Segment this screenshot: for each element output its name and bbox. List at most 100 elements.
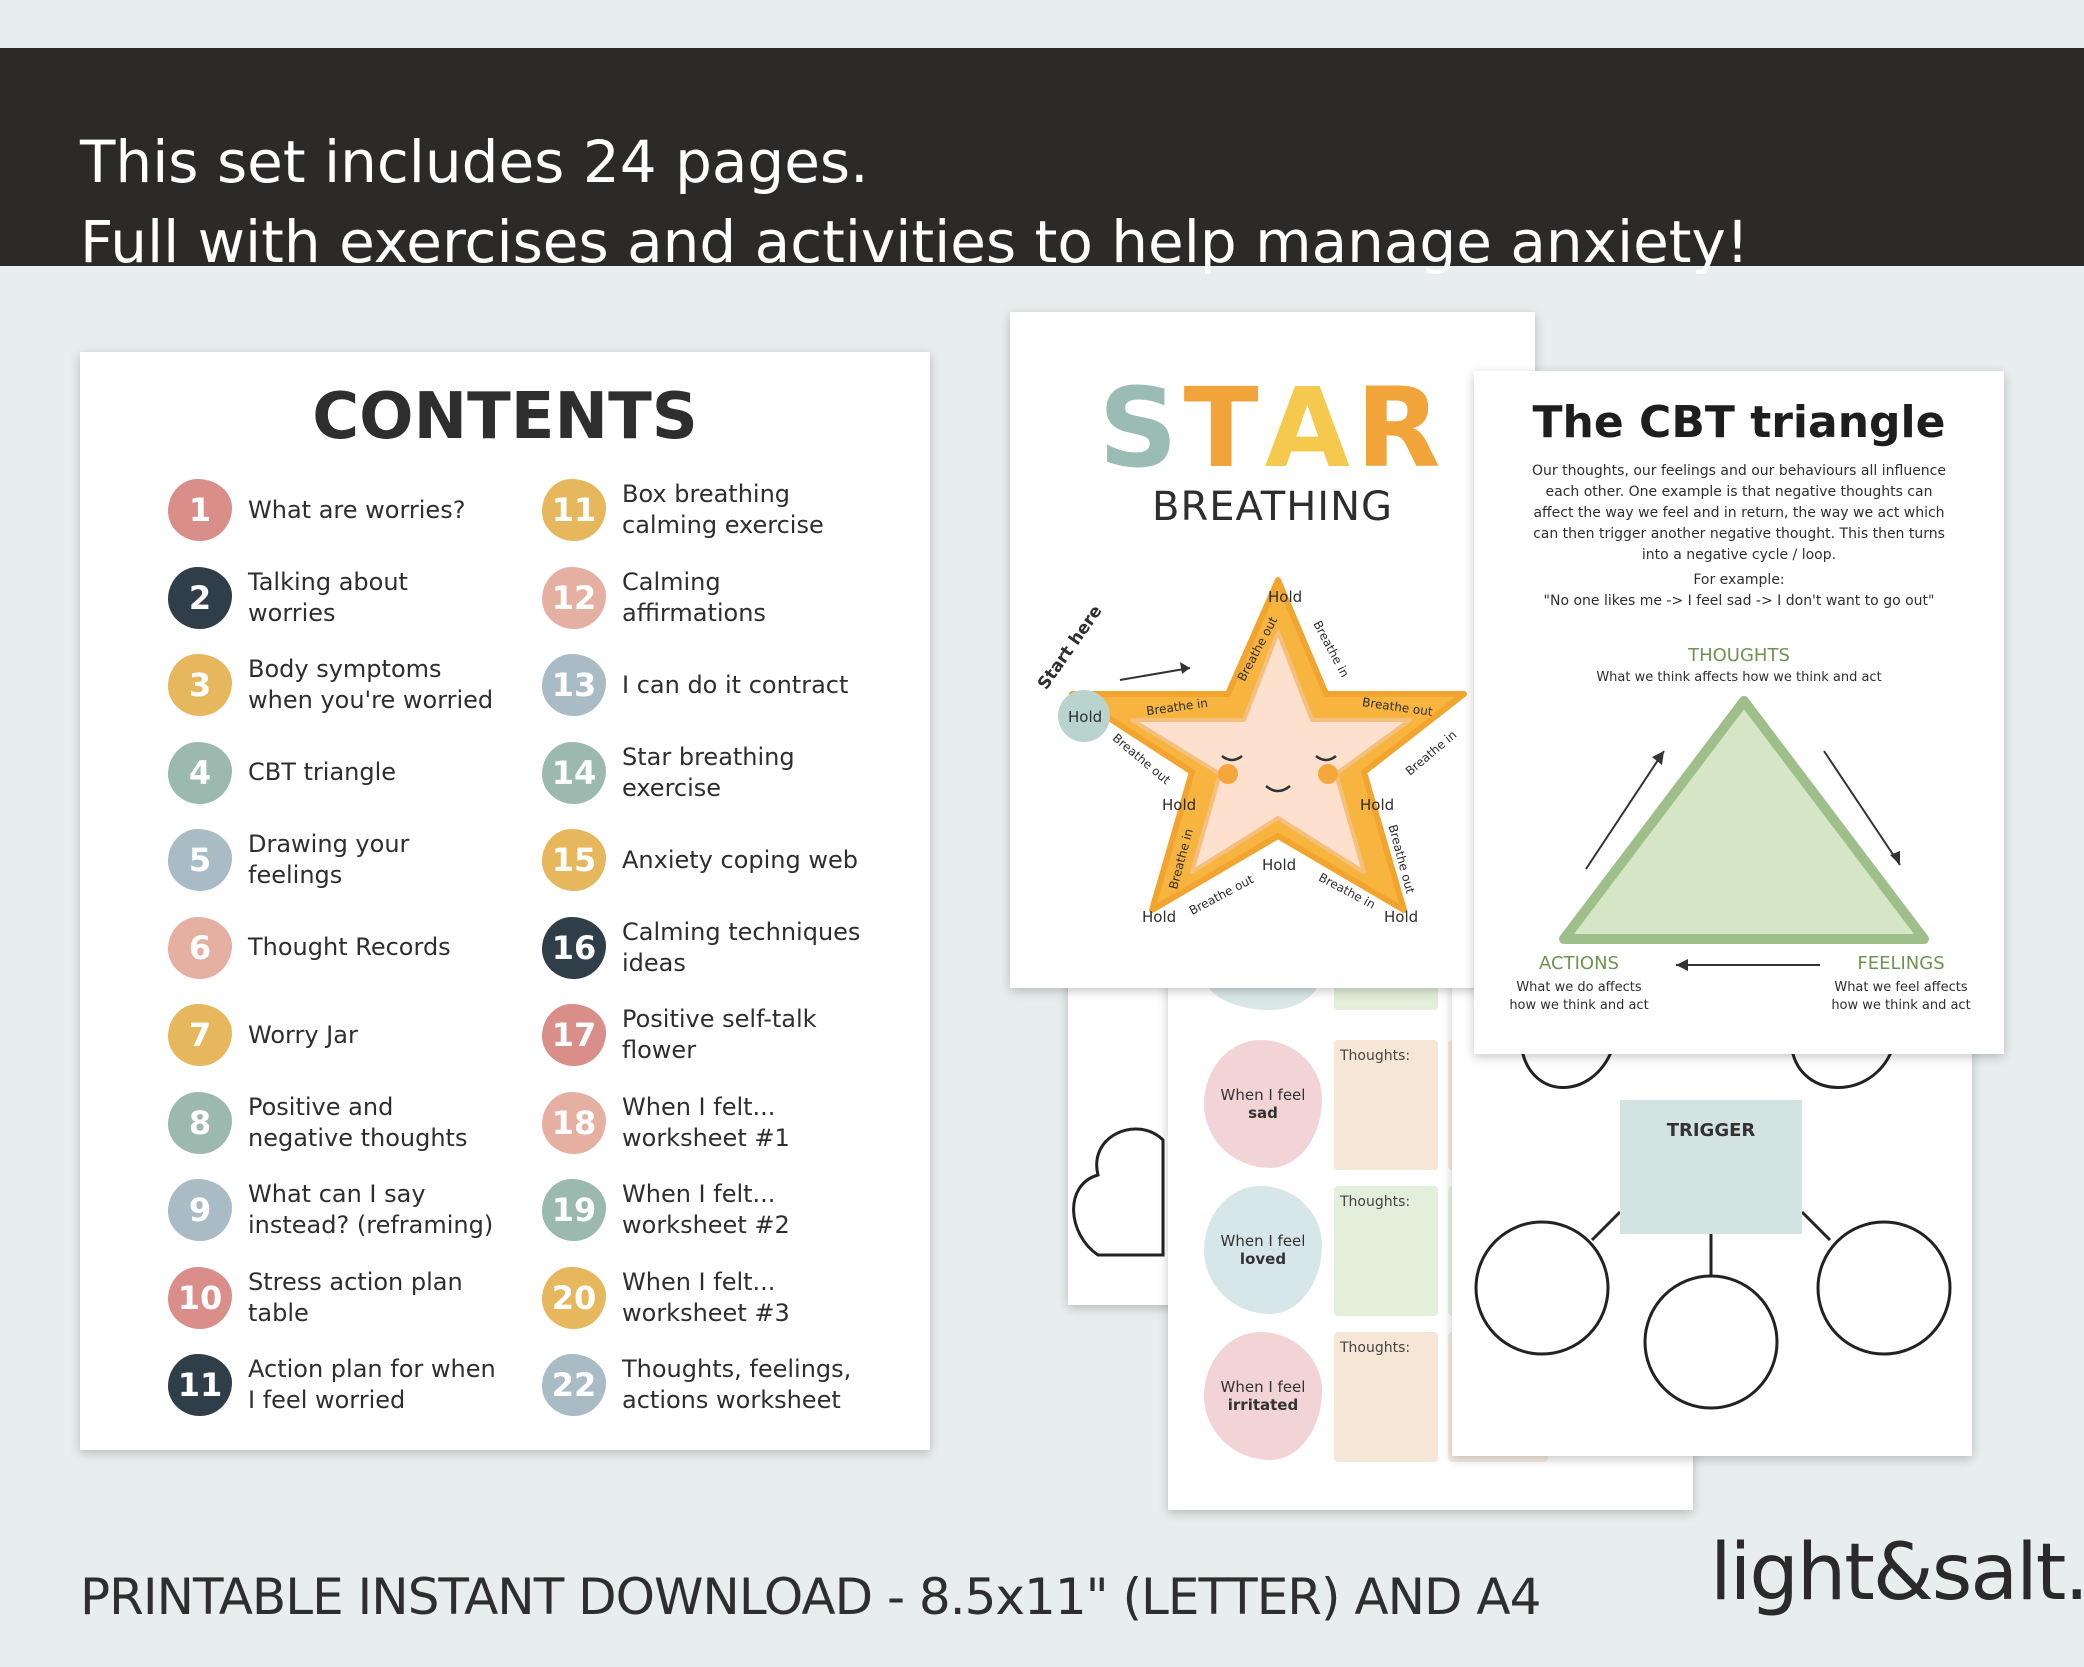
thoughts-box-sad: Thoughts:: [1334, 1040, 1438, 1170]
toc-item: 3 Body symptoms when you're worried: [168, 645, 498, 725]
start-arrow: [1119, 667, 1191, 681]
toc-label: Talking about worries: [248, 567, 408, 627]
actions-description-1: What we do affects: [1516, 980, 1642, 995]
toc-number-badge: 19: [542, 1179, 606, 1241]
toc-item: 6 Thought Records: [168, 908, 498, 988]
star-cheek-right: [1318, 764, 1338, 784]
cbt-title: The CBT triangle: [1532, 397, 1946, 448]
toc-number-badge: 7: [168, 1004, 232, 1066]
cbt-body-text: Our thoughts, our feelings and our behav…: [1532, 463, 1946, 563]
toc-number-badge: 1: [168, 479, 232, 541]
star-eye-left: [1221, 754, 1243, 762]
toc-label: Star breathing exercise: [622, 742, 795, 802]
toc-label: I can do it contract: [622, 670, 849, 699]
banner-line-2: Full with exercises and activities to he…: [80, 208, 1750, 276]
toc-number-badge: 17: [542, 1004, 606, 1066]
hold-label: Hold: [1268, 588, 1303, 606]
brand-logo: light&salt.: [1710, 1528, 2084, 1618]
feeling-blob-irritated: When I feel irritated: [1204, 1332, 1322, 1460]
feeling-blob-loved: When I feel loved: [1204, 1186, 1322, 1314]
web-graphic: [1474, 1049, 1952, 1410]
toc-number-badge: 22: [542, 1354, 606, 1416]
toc-item: 15 Anxiety coping web: [542, 820, 872, 900]
toc-number-badge: 15: [542, 829, 606, 891]
arrowhead: [1676, 959, 1688, 971]
thoughts-label: Thoughts:: [1340, 1194, 1411, 1210]
toc-item: 4 CBT triangle: [168, 733, 498, 813]
star-title-letter: T: [1183, 364, 1265, 492]
header-banner: This set includes 24 pages. Full with ex…: [0, 48, 2084, 276]
cbt-triangle: [1559, 696, 1929, 944]
toc-label: Positive self-talk flower: [622, 1005, 817, 1064]
toc-number-badge: 9: [168, 1179, 232, 1241]
star-breathing-page: STAR BREATHING Start here Hold Hold Hold…: [1010, 312, 1535, 988]
thoughts-label: Thoughts:: [1340, 1340, 1411, 1356]
feeling-word: loved: [1239, 1250, 1287, 1268]
toc-label: CBT triangle: [248, 758, 397, 786]
toc-number-badge: 8: [168, 1091, 232, 1154]
toc-number-badge: 3: [168, 654, 232, 716]
toc-label: Anxiety coping web: [622, 845, 858, 874]
actions-heading: ACTIONS: [1539, 953, 1619, 974]
hold-label: Hold: [1360, 796, 1395, 814]
trigger-box: TRIGGER: [1620, 1100, 1802, 1234]
star-eye-right: [1315, 754, 1337, 762]
toc-label: What can I say instead? (reframing): [248, 1180, 494, 1239]
feelings-heading: FEELINGS: [1857, 953, 1945, 974]
toc-item: 5 Drawing your feelings: [168, 820, 498, 900]
thoughts-box-irritated: Thoughts:: [1334, 1332, 1438, 1462]
star-smile: [1265, 785, 1291, 793]
toc-item: 8 Positive and negative thoughts: [168, 1083, 498, 1163]
toc-item: 19 When I felt... worksheet #2: [542, 1170, 872, 1250]
feelings-description-2: how we think and act: [1831, 998, 1971, 1013]
toc-label: Stress action plan table: [248, 1267, 463, 1327]
footer-download-text: PRINTABLE INSTANT DOWNLOAD - 8.5x11" (LE…: [80, 1568, 1541, 1626]
feeling-prefix: When I feel: [1220, 1378, 1306, 1396]
feeling-prefix: When I feel: [1220, 1232, 1306, 1250]
toc-label: Box breathing calming exercise: [622, 480, 824, 539]
toc-label: When I felt... worksheet #2: [622, 1180, 790, 1239]
toc-label: When I felt... worksheet #1: [622, 1092, 790, 1152]
toc-item: 18 When I felt... worksheet #1: [542, 1083, 872, 1163]
hold-label: Hold: [1162, 796, 1197, 814]
start-arrowhead: [1180, 662, 1190, 674]
star-title-letter: S: [1098, 364, 1184, 492]
toc-label: Thoughts, feelings, actions worksheet: [622, 1355, 852, 1414]
feeling-prefix: When I feel: [1220, 1086, 1306, 1104]
toc-number-badge: 5: [168, 829, 232, 891]
feeling-blob-sad: When I feel sad: [1204, 1040, 1322, 1168]
toc-number-badge: 18: [542, 1091, 606, 1154]
toc-number-badge: 20: [542, 1266, 606, 1329]
banner-line-1: This set includes 24 pages.: [80, 128, 869, 196]
feelings-description-1: What we feel affects: [1834, 980, 1968, 995]
arrow-thoughts-to-feelings: [1823, 750, 1901, 866]
toc-number-badge: 4: [168, 741, 232, 804]
toc-item: 11 Box breathing calming exercise: [542, 470, 872, 550]
arrowhead: [1652, 751, 1664, 765]
toc-number-badge: 6: [168, 916, 232, 979]
actions-description-2: how we think and act: [1509, 998, 1649, 1013]
star-title: STAR: [1010, 364, 1535, 492]
start-hold-circle: [1058, 690, 1110, 742]
toc-number-badge: 11: [542, 479, 606, 541]
hold-label: Hold: [1142, 908, 1177, 926]
toc-label: Drawing your feelings: [248, 830, 410, 889]
thoughts-box-loved: Thoughts:: [1334, 1186, 1438, 1316]
toc-label: Positive and negative thoughts: [248, 1092, 468, 1152]
toc-label: Body symptoms when you're worried: [248, 655, 494, 714]
contents-title: CONTENTS: [312, 380, 698, 454]
star-title-letter: R: [1355, 364, 1447, 492]
star-inner: [1130, 630, 1412, 874]
toc-label: Thought Records: [248, 933, 451, 961]
feeling-word: irritated: [1227, 1396, 1299, 1414]
toc-number-badge: 16: [542, 916, 606, 979]
